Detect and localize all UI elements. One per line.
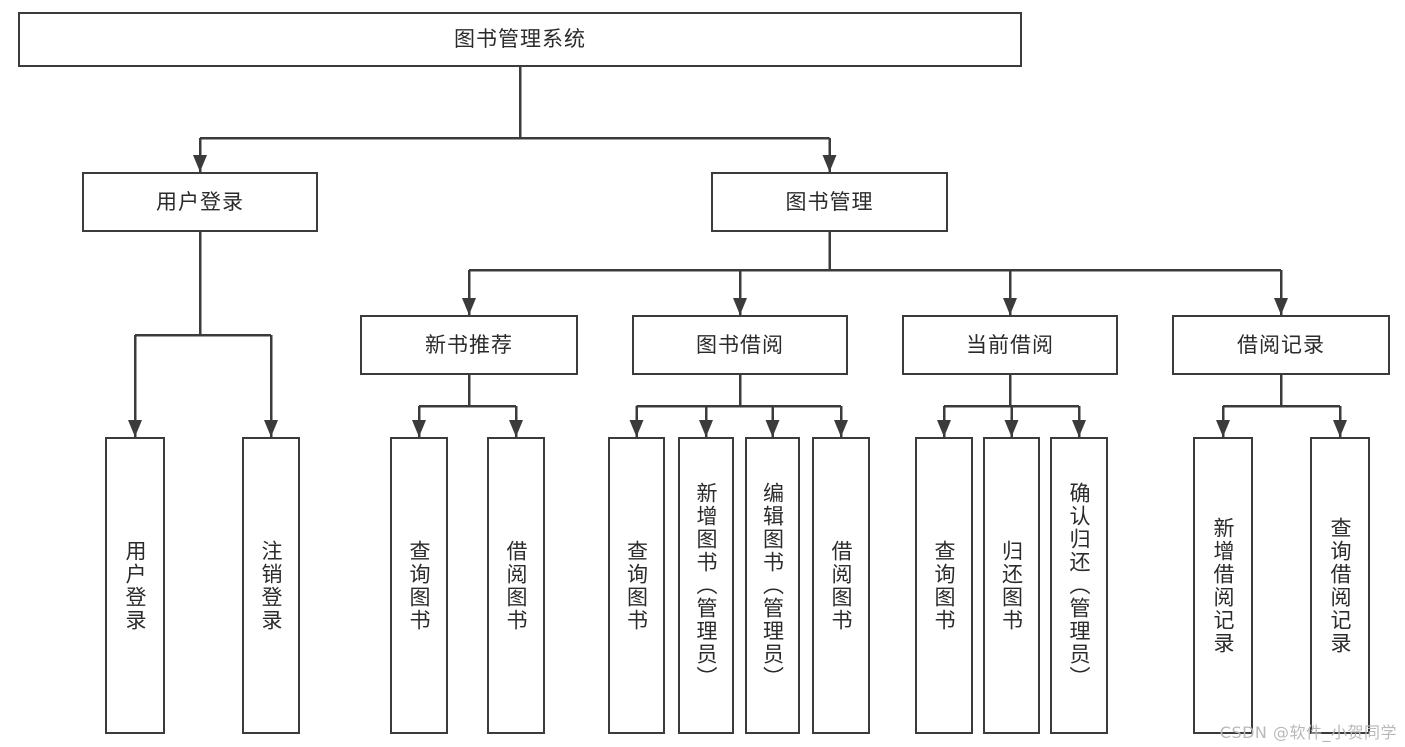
arrow-head-icon [1072,420,1086,437]
node-label: 查询图书 [624,539,649,632]
arrow-head-icon [193,155,207,172]
arrow-head-icon [1004,420,1019,437]
node-label: 借阅图书 [504,539,529,632]
node-label: 新增借阅记录 [1211,516,1236,655]
node-label: 新增图书（管理员） [694,482,719,689]
node-user_login[interactable]: 用户登录 [82,172,318,232]
node-current_borrow[interactable]: 当前借阅 [902,315,1118,375]
arrow-head-icon [1003,298,1017,315]
node-root[interactable]: 图书管理系统 [18,12,1022,67]
node-label: 借阅记录 [1237,332,1325,357]
node-borrow_record[interactable]: 借阅记录 [1172,315,1390,375]
node-leaf_conf_ret[interactable]: 确认归还（管理员） [1050,437,1108,734]
node-label: 当前借阅 [966,332,1054,357]
node-leaf_login[interactable]: 用户登录 [105,437,165,734]
watermark: CSDN @软件_小贺同学 [1219,723,1397,742]
node-label: 注销登录 [259,539,284,632]
node-leaf_add_rec[interactable]: 新增借阅记录 [1193,437,1253,734]
node-label: 查询借阅记录 [1328,516,1353,655]
node-label: 图书管理 [785,189,874,214]
node-label: 新书推荐 [425,332,513,357]
arrow-head-icon [264,420,278,437]
node-leaf_borrow_1[interactable]: 借阅图书 [487,437,545,734]
node-leaf_q_rec[interactable]: 查询借阅记录 [1310,437,1370,734]
arrow-head-icon [834,420,848,437]
node-leaf_q_book_1[interactable]: 查询图书 [390,437,448,734]
arrow-head-icon [765,420,780,437]
node-leaf_q_book_2[interactable]: 查询图书 [608,437,665,734]
arrow-head-icon [412,420,426,437]
node-label: 查询图书 [407,539,432,632]
node-book_borrow[interactable]: 图书借阅 [632,315,848,375]
node-leaf_borrow_2[interactable]: 借阅图书 [812,437,870,734]
arrow-head-icon [509,420,523,437]
node-book_manage[interactable]: 图书管理 [711,172,948,232]
node-new_book_rec[interactable]: 新书推荐 [360,315,578,375]
node-label: 用户登录 [123,539,148,632]
node-label: 图书管理系统 [454,27,586,52]
arrow-head-icon [699,420,713,437]
node-label: 用户登录 [156,189,244,214]
arrow-head-icon [937,420,951,437]
arrow-head-icon [1216,420,1230,437]
arrow-head-icon [1333,420,1347,437]
node-label: 编辑图书（管理员） [760,482,785,689]
arrow-head-icon [462,298,476,315]
node-label: 借阅图书 [829,539,854,632]
node-label: 确认归还（管理员） [1067,482,1092,689]
arrow-head-icon [1274,298,1288,315]
node-leaf_add_book[interactable]: 新增图书（管理员） [678,437,734,734]
node-leaf_edit_book[interactable]: 编辑图书（管理员） [745,437,800,734]
node-leaf_return[interactable]: 归还图书 [983,437,1040,734]
arrow-head-icon [822,155,837,172]
arrow-head-icon [629,420,644,437]
node-leaf_logout[interactable]: 注销登录 [242,437,300,734]
arrow-head-icon [733,298,747,315]
node-label: 查询图书 [932,539,957,632]
node-label: 归还图书 [999,539,1024,632]
node-label: 图书借阅 [696,332,784,357]
arrow-head-icon [128,420,142,437]
node-leaf_q_book_3[interactable]: 查询图书 [915,437,973,734]
